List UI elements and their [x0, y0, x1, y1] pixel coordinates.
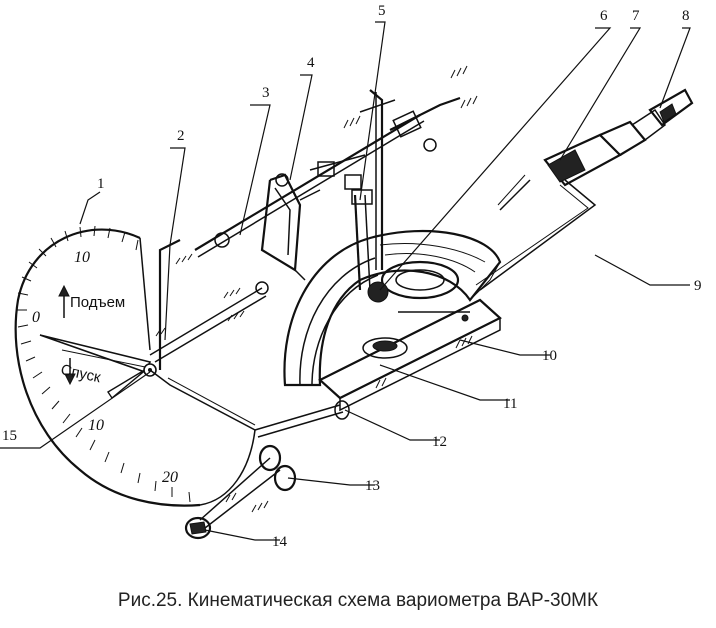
dial-scale: 10 0 10 20 Подъем Спуск: [14, 225, 256, 507]
base-plate: [318, 298, 502, 412]
dial-label-descent: Спуск: [59, 361, 102, 386]
dial-label-climb: Подъем: [70, 294, 125, 311]
dial-number-zero: 0: [32, 309, 40, 326]
figure-caption: Рис.25. Кинематическая схема вариометра …: [117, 590, 599, 611]
callout-14: 14: [272, 534, 288, 550]
lever-assembly: [260, 173, 321, 281]
upper-mechanism: [309, 65, 478, 291]
callout-15: 15: [2, 428, 17, 444]
callout-13: 13: [365, 478, 380, 494]
callout-9: 9: [694, 278, 702, 294]
dial-number-lower: 10: [88, 417, 104, 434]
callout-12: 12: [432, 434, 447, 450]
callout-numbers: 1 2 3 4 5 6 7 8 9 10 11 12 13 14 15: [2, 3, 702, 550]
dial-number-top: 10: [74, 249, 90, 266]
callout-7: 7: [632, 8, 640, 24]
callout-8: 8: [682, 8, 690, 24]
aneroid-capsule: [283, 229, 502, 387]
dial-number-bottom: 20: [162, 469, 178, 486]
callout-3: 3: [262, 85, 270, 101]
callout-2: 2: [177, 128, 185, 144]
callout-leaders: [0, 21, 691, 541]
callout-5: 5: [378, 3, 386, 19]
callout-6: 6: [600, 8, 608, 24]
callout-4: 4: [307, 55, 315, 71]
pointer-needle: [39, 334, 157, 400]
callout-10: 10: [542, 348, 557, 364]
adjustment-screw: [184, 400, 350, 540]
callout-1: 1: [97, 176, 105, 192]
pipe-connection: [475, 88, 694, 291]
callout-11: 11: [503, 396, 517, 412]
